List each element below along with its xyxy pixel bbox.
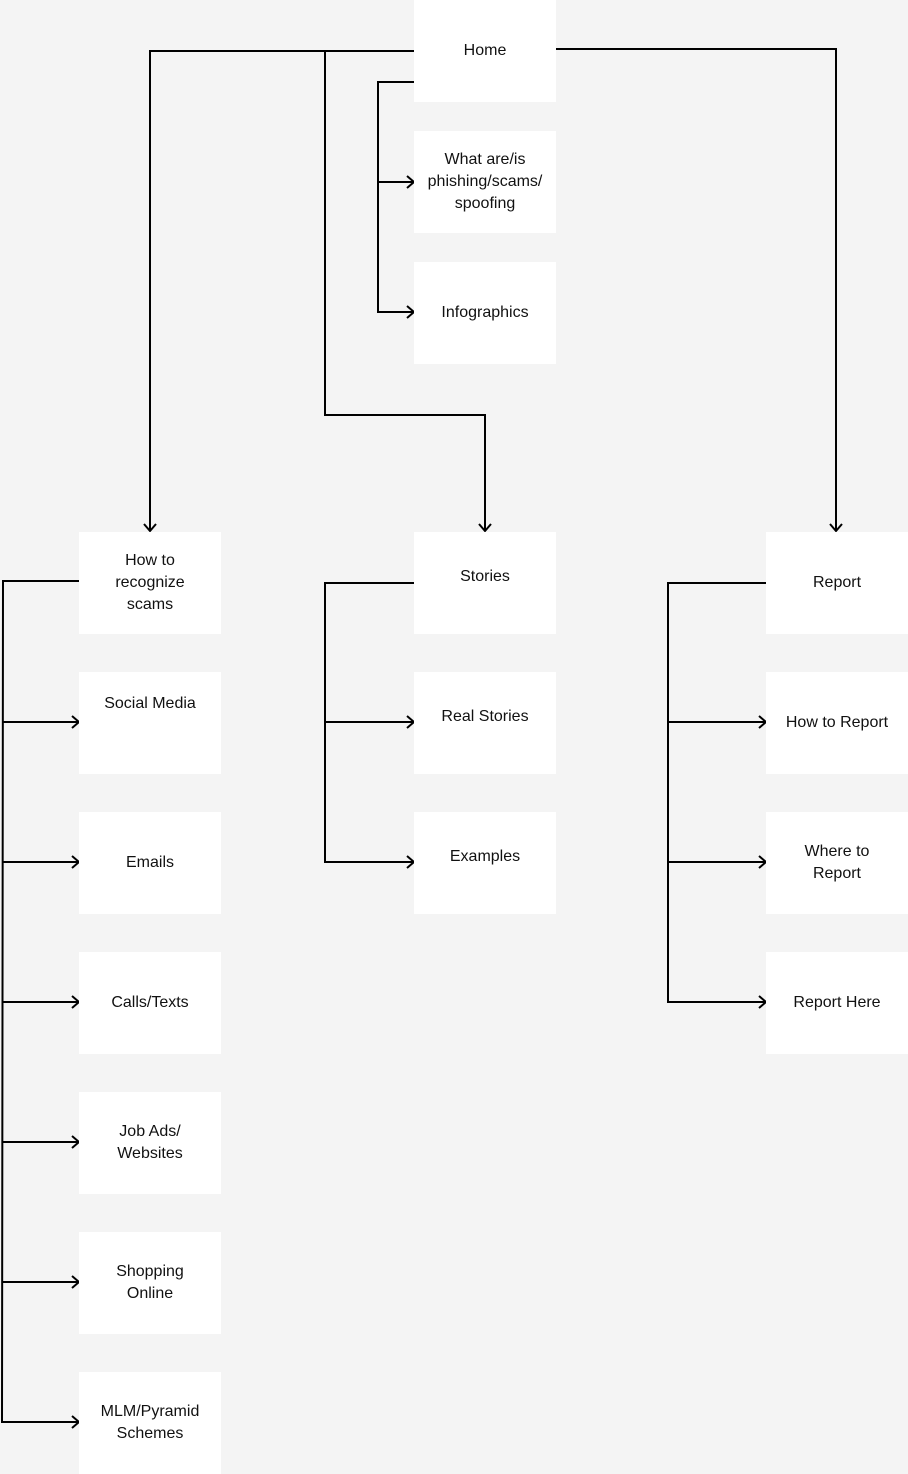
node-infographics-label: Infographics [441, 304, 529, 321]
node-how-to-recognize-scams: How to recognize scams [79, 532, 221, 634]
connector-home-to-recognize [149, 50, 414, 531]
node-calls-texts-label: Calls/Texts [111, 994, 189, 1011]
node-report-here-label: Report Here [793, 994, 881, 1011]
connector-home-subpages [377, 81, 414, 313]
node-where-to-report: Where to Report [766, 812, 908, 914]
node-stories: Stories [414, 532, 556, 634]
node-what-are-phishing: What are/is phishing/scams/ spoofing [414, 131, 556, 233]
node-calls-texts: Calls/Texts [79, 952, 221, 1054]
node-how-to-report: How to Report [766, 672, 908, 774]
node-stories-label: Stories [460, 568, 510, 585]
node-emails-label: Emails [125, 854, 174, 871]
node-report-label: Report [812, 574, 862, 591]
connector-home-to-report [556, 48, 837, 531]
node-what-are-phishing-label: What are/is phishing/scams/ spoofing [427, 151, 543, 212]
arrowhead-to-stories [478, 523, 492, 533]
node-mlm-pyramid-schemes-label: MLM/Pyramid Schemes [100, 1403, 200, 1442]
connector-recognize-branch [0, 580, 79, 1423]
node-report-here: Report Here [766, 952, 908, 1054]
node-how-to-recognize-scams-label: How to recognize scams [115, 552, 185, 613]
node-real-stories: Real Stories [414, 672, 556, 774]
node-infographics: Infographics [414, 262, 556, 364]
node-social-media: Social Media [79, 672, 221, 774]
node-home: Home [414, 0, 556, 102]
node-home-label: Home [463, 42, 507, 59]
node-where-to-report-label: Where to Report [804, 843, 870, 882]
arrowhead-to-report [829, 523, 843, 533]
connector-report-branch [667, 582, 766, 1003]
node-shopping-online: Shopping Online [79, 1232, 221, 1334]
node-examples-label: Examples [449, 848, 521, 865]
node-examples: Examples [414, 812, 556, 914]
node-job-ads-websites: Job Ads/ Websites [79, 1092, 221, 1194]
connector-home-to-stories [324, 51, 486, 531]
node-report: Report [766, 532, 908, 634]
node-emails: Emails [79, 812, 221, 914]
node-social-media-label: Social Media [104, 695, 196, 712]
node-job-ads-websites-label: Job Ads/ Websites [117, 1123, 183, 1162]
node-mlm-pyramid-schemes: MLM/Pyramid Schemes [79, 1372, 221, 1474]
arrowhead-to-recognize [143, 523, 157, 533]
node-how-to-report-label: How to Report [785, 714, 889, 731]
node-shopping-online-label: Shopping Online [116, 1263, 184, 1302]
node-real-stories-label: Real Stories [441, 708, 529, 725]
